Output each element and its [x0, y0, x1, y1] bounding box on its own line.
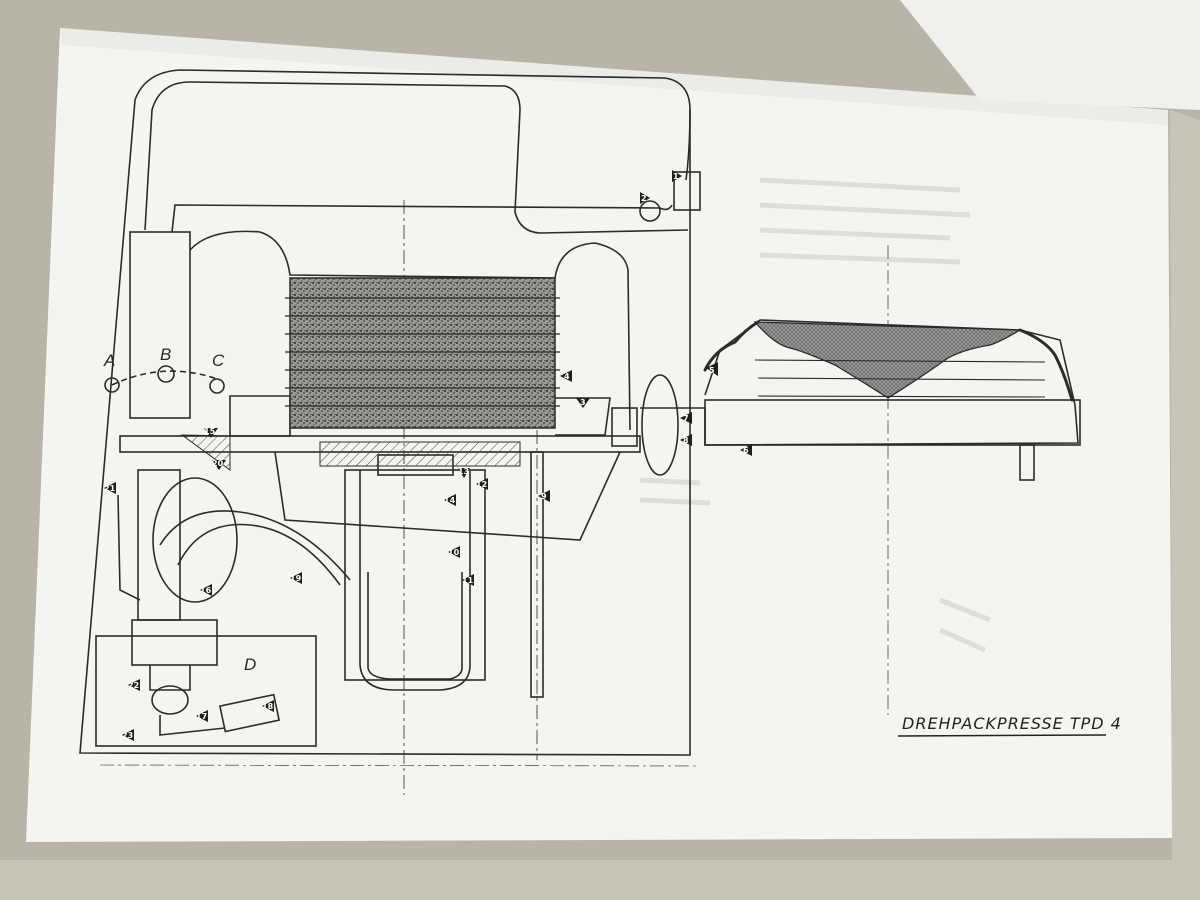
hatched-base	[319, 441, 521, 467]
bleed-through-text	[639, 177, 991, 653]
pivot-c	[209, 378, 225, 394]
ejected-bale	[753, 321, 1023, 399]
swing-arc	[111, 370, 221, 386]
part-marker-21: 21	[104, 482, 116, 494]
hydraulic-hose	[177, 523, 341, 586]
bale-straps	[285, 297, 560, 407]
air-line-right	[685, 109, 691, 181]
svg-text:3: 3	[580, 398, 586, 407]
part-marker-11: 11	[462, 574, 474, 586]
part-marker-20: 20	[212, 459, 226, 470]
lower-hopper	[274, 451, 621, 541]
title-underline	[897, 734, 1107, 737]
bale-wrap-edge	[703, 320, 1074, 402]
part-marker-18: 18	[262, 700, 274, 712]
piston-inner	[367, 572, 463, 680]
part-marker-10: 10	[448, 546, 460, 558]
part-marker-5: 5	[706, 362, 718, 376]
part-marker-1: 1	[672, 170, 682, 182]
machine-frame-outline	[79, 69, 691, 756]
part-marker-3: 3	[576, 398, 590, 408]
svg-text:12: 12	[476, 480, 487, 489]
svg-text:17: 17	[196, 712, 207, 721]
cylinder-body	[359, 470, 471, 691]
part-marker-13: 13	[458, 467, 470, 478]
chute-strap-lines	[754, 359, 1046, 398]
column-slot	[611, 407, 638, 447]
part-marker-8: 8	[680, 434, 692, 446]
position-letter-d: D	[244, 655, 256, 674]
pivot-a	[104, 377, 120, 393]
svg-text:7: 7	[683, 414, 689, 423]
part-marker-4: 4	[560, 370, 572, 382]
position-letter-a: A	[103, 351, 115, 370]
part-markers: 1 2 3 4 5 6 7 8 9 10 11 12 13 14 15 16 1…	[104, 170, 752, 741]
part-marker-9: 9	[538, 490, 550, 502]
svg-text:5: 5	[709, 366, 715, 375]
air-line-top	[144, 81, 689, 234]
control-valve	[673, 171, 701, 211]
position-letter-b: B	[160, 345, 171, 364]
part-marker-17: 17	[196, 710, 208, 722]
part-marker-19: 19	[290, 572, 302, 584]
pump-head	[149, 665, 191, 691]
side-tray	[229, 395, 291, 437]
svg-text:4: 4	[564, 372, 570, 381]
motor-compartment	[95, 635, 317, 747]
air-tank	[129, 231, 191, 419]
pivot-b	[157, 365, 175, 383]
return-line	[159, 715, 226, 736]
svg-text:2: 2	[641, 194, 647, 203]
drawing-title: DREHPACKPRESSE TPD 4	[902, 714, 1122, 733]
compressed-bale	[289, 277, 556, 429]
part-marker-7: 7	[680, 412, 692, 424]
part-marker-12: 12	[476, 478, 488, 490]
svg-text:22: 22	[128, 681, 139, 690]
solenoid	[218, 693, 281, 733]
filter	[151, 685, 189, 715]
svg-text:23: 23	[122, 731, 133, 740]
drain-line	[117, 494, 141, 601]
part-marker-6: 6	[740, 444, 752, 456]
svg-text:14: 14	[444, 496, 456, 505]
guide-rod	[530, 451, 544, 698]
svg-text:13: 13	[458, 467, 469, 476]
svg-text:20: 20	[212, 459, 224, 468]
svg-text:1: 1	[673, 172, 679, 181]
motor-housing	[152, 477, 238, 603]
part-marker-2: 2	[640, 192, 650, 204]
svg-text:16: 16	[200, 586, 212, 595]
chute-leg	[1019, 444, 1035, 481]
chute-base	[704, 399, 1081, 446]
svg-text:15: 15	[204, 427, 216, 436]
part-marker-23: 23	[122, 729, 134, 741]
oil-reservoir	[131, 619, 218, 666]
next-page-corner	[900, 0, 1200, 110]
position-letter-c: C	[212, 351, 225, 370]
svg-text:19: 19	[290, 574, 302, 583]
svg-text:18: 18	[262, 702, 274, 711]
svg-text:9: 9	[541, 492, 547, 501]
part-marker-22: 22	[128, 679, 140, 691]
part-marker-15: 15	[204, 427, 218, 438]
svg-text:21: 21	[104, 484, 116, 493]
svg-text:11: 11	[462, 576, 474, 585]
chamber-housing	[189, 230, 631, 431]
pressure-gauge	[639, 200, 661, 222]
roller	[641, 374, 679, 476]
svg-text:10: 10	[448, 548, 460, 557]
svg-text:8: 8	[683, 436, 689, 445]
part-marker-14: 14	[444, 494, 456, 506]
svg-text:6: 6	[743, 446, 749, 455]
bottom-axis	[99, 764, 701, 767]
part-marker-16: 16	[200, 584, 212, 596]
